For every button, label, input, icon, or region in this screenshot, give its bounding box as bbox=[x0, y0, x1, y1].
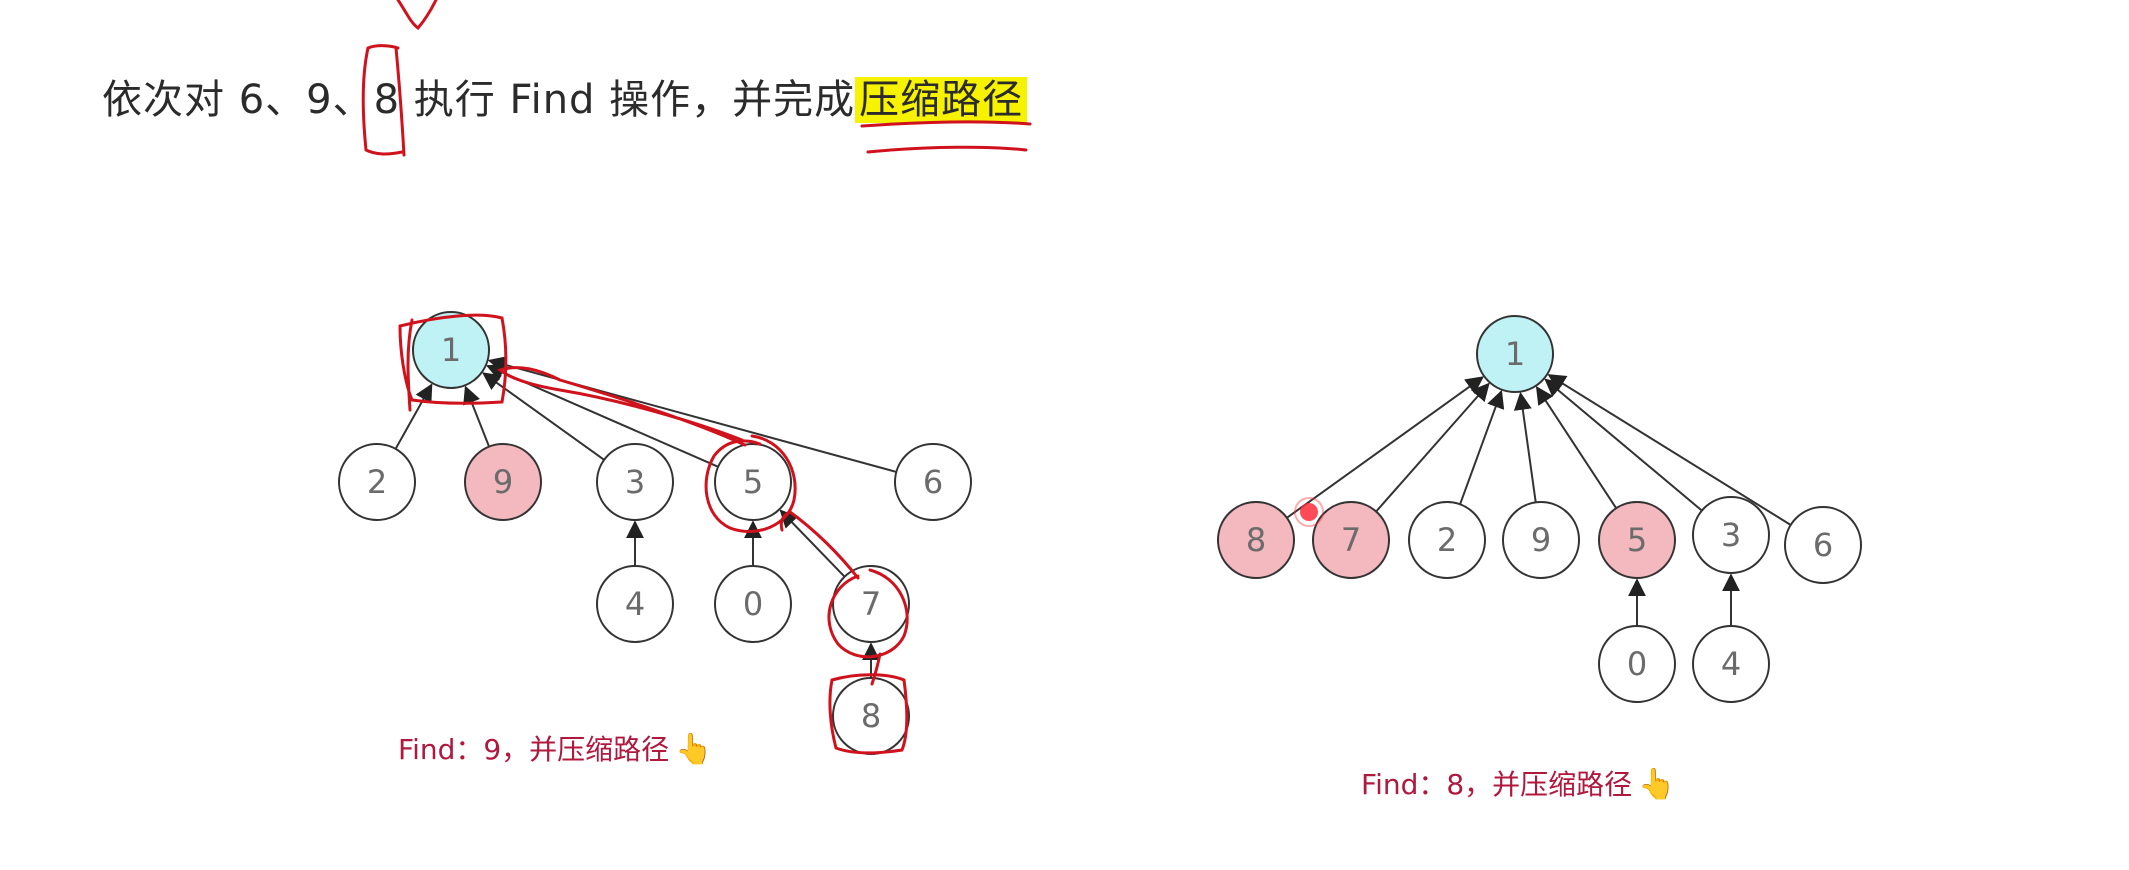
ink-box-8 bbox=[828, 673, 909, 755]
caption-find-8-text: Find：8，并压缩路径 bbox=[1361, 768, 1633, 801]
ink-underline-2 bbox=[866, 145, 1028, 154]
node-label: 1 bbox=[441, 331, 461, 369]
node-label: 8 bbox=[861, 697, 881, 735]
node-circle bbox=[714, 443, 792, 521]
node-circle bbox=[1598, 625, 1676, 703]
caption-find-9-text: Find：9，并压缩路径 bbox=[398, 733, 670, 766]
node-circle bbox=[1598, 501, 1676, 579]
node-0-right: 0 bbox=[1598, 625, 1676, 703]
node-circle bbox=[832, 565, 910, 643]
node-label: 2 bbox=[1437, 521, 1457, 559]
node-circle bbox=[596, 565, 674, 643]
node-label: 4 bbox=[1721, 645, 1741, 683]
edge-2-to-1-right bbox=[1459, 389, 1505, 505]
instruction-text: 依次对 6、9、8 执行 Find 操作，并完成压缩路径 bbox=[102, 70, 1028, 130]
node-label: 7 bbox=[1341, 521, 1361, 559]
ink-path-7-to-5 bbox=[779, 510, 860, 580]
node-4-right: 4 bbox=[1692, 625, 1770, 703]
edge-8-to-1-right bbox=[1286, 376, 1484, 519]
node-label: 3 bbox=[1721, 516, 1741, 554]
node-label: 5 bbox=[743, 463, 763, 501]
node-2-right: 2 bbox=[1408, 501, 1486, 579]
ink-underline-1 bbox=[860, 120, 1032, 128]
edge-7-to-5-left bbox=[779, 509, 846, 578]
node-8-right: 8 bbox=[1217, 501, 1295, 579]
node-4-left: 4 bbox=[596, 565, 674, 643]
node-5-right: 5 bbox=[1598, 501, 1676, 579]
caption-find-8: Find：8，并压缩路径👆 bbox=[1361, 763, 1676, 803]
node-label: 9 bbox=[1531, 521, 1551, 559]
node-1-left: 1 bbox=[412, 311, 490, 389]
node-6-right: 6 bbox=[1784, 506, 1862, 584]
ink-circle-5 bbox=[704, 434, 797, 533]
instruction-main: 依次对 6、9、8 执行 Find 操作，并完成 bbox=[102, 77, 856, 123]
node-1-right: 1 bbox=[1476, 315, 1554, 393]
node-circle bbox=[1692, 496, 1770, 574]
edge-5-to-1-right bbox=[1535, 385, 1617, 509]
highlighted-term: 压缩路径 bbox=[855, 77, 1028, 123]
node-circle bbox=[894, 443, 972, 521]
node-label: 2 bbox=[367, 463, 387, 501]
node-label: 0 bbox=[743, 585, 763, 623]
node-6-left: 6 bbox=[894, 443, 972, 521]
ink-circle-7 bbox=[827, 568, 909, 659]
ink-bracket-around-8 bbox=[361, 44, 406, 157]
node-5-left: 5 bbox=[714, 443, 792, 521]
edge-7-to-1-right bbox=[1375, 382, 1490, 513]
node-label: 0 bbox=[1627, 645, 1647, 683]
edge-6-to-1-right bbox=[1547, 374, 1792, 526]
handwritten-annotations bbox=[361, 0, 1324, 755]
node-3-left: 3 bbox=[596, 443, 674, 521]
node-label: 9 bbox=[493, 463, 513, 501]
node-8-left: 8 bbox=[832, 677, 910, 755]
node-circle bbox=[1692, 625, 1770, 703]
edge-3-to-1-right bbox=[1544, 378, 1703, 512]
node-circle bbox=[1784, 506, 1862, 584]
node-2-left: 2 bbox=[338, 443, 416, 521]
node-label: 7 bbox=[861, 585, 881, 623]
edge-9-to-1-right bbox=[1513, 391, 1537, 503]
node-circle bbox=[1502, 501, 1580, 579]
node-label: 1 bbox=[1505, 335, 1525, 373]
node-circle bbox=[1408, 501, 1486, 579]
node-label: 5 bbox=[1627, 521, 1647, 559]
node-label: 6 bbox=[1813, 526, 1833, 564]
node-circle bbox=[596, 443, 674, 521]
node-circle bbox=[464, 443, 542, 521]
node-circle bbox=[1217, 501, 1295, 579]
node-label: 6 bbox=[923, 463, 943, 501]
node-circle bbox=[338, 443, 416, 521]
nodes-layer: 1 2 9 3 5 6 4 0 7 8 1 8 7 2 9 5 3 6 0 4 bbox=[338, 311, 1862, 755]
ink-check-top bbox=[396, 0, 438, 31]
edge-2-to-1-left bbox=[394, 383, 433, 450]
pointing-hand-icon: 👆 bbox=[675, 732, 713, 767]
node-3-right: 3 bbox=[1692, 496, 1770, 574]
node-label: 3 bbox=[625, 463, 645, 501]
node-9-right: 9 bbox=[1502, 501, 1580, 579]
node-0-left: 0 bbox=[714, 565, 792, 643]
node-label: 4 bbox=[625, 585, 645, 623]
node-label: 8 bbox=[1246, 521, 1266, 559]
node-circle bbox=[412, 311, 490, 389]
node-circle bbox=[1476, 315, 1554, 393]
pointing-hand-icon: 👆 bbox=[1638, 767, 1676, 802]
node-7-right: 7 bbox=[1312, 501, 1390, 579]
node-9-left: 9 bbox=[464, 443, 542, 521]
ink-path-5-to-root bbox=[496, 366, 747, 447]
caption-find-9: Find：9，并压缩路径👆 bbox=[398, 728, 713, 768]
ink-pointer-ring bbox=[1294, 497, 1324, 527]
node-7-left: 7 bbox=[832, 565, 910, 643]
ink-box-root bbox=[398, 313, 508, 412]
node-circle bbox=[1312, 501, 1390, 579]
ink-path-8-to-7 bbox=[870, 652, 882, 686]
ink-pointer-dot bbox=[1300, 503, 1318, 521]
node-circle bbox=[714, 565, 792, 643]
edges-layer bbox=[394, 356, 1792, 678]
edge-9-to-1-left bbox=[463, 385, 491, 448]
